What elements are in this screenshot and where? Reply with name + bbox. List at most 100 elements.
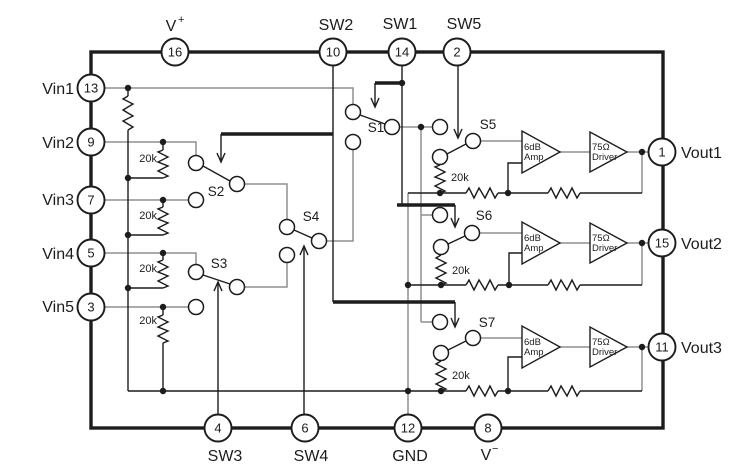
label-vout2: Vout2 (681, 236, 722, 253)
pin-5: 5 (76, 238, 106, 268)
label-v-plus: V (166, 18, 177, 35)
resistor-s6-20k (434, 254, 448, 286)
resistor-s7-20k (434, 360, 448, 392)
label-vout1: Vout1 (681, 145, 722, 162)
signal-wires (104, 87, 648, 414)
fb-resistor (465, 384, 499, 398)
junction-dot (159, 387, 167, 395)
junction-dots (124, 79, 646, 395)
amp-gain-label: 6dB (524, 142, 541, 153)
junction-dot (504, 387, 512, 395)
pin-circle (647, 137, 677, 167)
label-vin1: Vin1 (42, 81, 74, 98)
pin-circle (393, 413, 423, 443)
pin-circle (76, 292, 106, 322)
label-sw1: SW1 (383, 16, 418, 33)
resistor-vin3 (156, 206, 170, 236)
driver-name-label: Driver (592, 152, 617, 163)
label-20k-vin3: 20k (139, 210, 157, 222)
junction-dot (159, 249, 167, 257)
s4-contact-b (278, 246, 296, 264)
pin-circle (387, 37, 417, 67)
pin-circle (160, 37, 190, 67)
driver-75ohm-2: 75Ω Driver (589, 221, 629, 265)
pin-number: 15 (655, 236, 669, 251)
fb-resistor (465, 186, 499, 200)
resistor-vin2 (156, 149, 170, 179)
label-s7: S7 (479, 315, 496, 330)
pin-1: 1 (647, 137, 677, 167)
pin-number: 1 (658, 145, 665, 160)
s6-contact-a (431, 206, 449, 224)
pin-number: 6 (301, 421, 308, 436)
junction-dot (505, 281, 513, 289)
label-vout3: Vout3 (681, 340, 722, 357)
amp-gain-label: 6dB (524, 337, 541, 348)
driver-triangle (589, 130, 629, 174)
label-s4: S4 (303, 209, 320, 224)
s6-control-arrow (450, 205, 460, 229)
s6-pole (463, 224, 481, 242)
amp-triangle (521, 220, 562, 266)
junction-dot (437, 281, 445, 289)
pin-11: 11 (647, 332, 677, 362)
label-20k-vin2: 20k (139, 153, 157, 165)
pin-number: 10 (326, 45, 340, 60)
resistor-vin1 (121, 95, 135, 131)
pin-circle (76, 185, 106, 215)
label-s6: S6 (476, 208, 493, 223)
label-s5: S5 (480, 117, 497, 132)
pin-number: 4 (214, 421, 221, 436)
label-sw2: SW2 (319, 17, 354, 34)
junction-dot (437, 387, 445, 395)
label-sw4: SW4 (294, 448, 329, 465)
s1-contact-a (344, 103, 362, 121)
s7-pole (464, 329, 482, 347)
amp-triangle (521, 129, 562, 175)
pin-circle (442, 37, 472, 67)
label-sw5: SW5 (447, 16, 482, 33)
pin-number: 12 (401, 421, 415, 436)
pin-number: 2 (453, 45, 460, 60)
junction-dot (638, 148, 646, 156)
pin-12: 12 (393, 413, 423, 443)
label-v-minus: V (481, 447, 492, 464)
driver-triangle (589, 221, 629, 265)
junction-dot (436, 189, 444, 197)
feedback-resistors (465, 186, 581, 398)
junction-dot (638, 343, 646, 351)
junction-dot (159, 303, 167, 311)
pin-circle (290, 413, 320, 443)
s5-control-arrow (453, 128, 463, 140)
pin-14: 14 (387, 37, 417, 67)
pin-9: 9 (76, 127, 106, 157)
pin-number: 11 (655, 340, 669, 355)
label-20k-s6: 20k (452, 265, 470, 277)
ic-boundary (89, 50, 665, 430)
s5-contact-b (431, 148, 449, 166)
pin-number: 3 (87, 300, 94, 315)
fb-resistor (465, 278, 499, 292)
pin-number: 8 (484, 421, 491, 436)
junction-dot (504, 189, 512, 197)
label-20k-s7: 20k (452, 370, 470, 382)
pin-number: 5 (87, 246, 94, 261)
label-20k-vin5: 20k (139, 315, 157, 327)
junction-dot (417, 123, 425, 131)
amp-gain-label: 6dB (524, 233, 541, 244)
s4-control-arrow (299, 244, 309, 256)
pin-3: 3 (76, 292, 106, 322)
s6-contact-b (432, 238, 450, 256)
junction-dot (124, 231, 132, 239)
switch-contacts (187, 103, 482, 362)
driver-name-label: Driver (592, 243, 617, 254)
pin-circle (647, 228, 677, 258)
pin-circle (473, 413, 503, 443)
pin-15: 15 (647, 228, 677, 258)
resistor-vin4 (156, 259, 170, 289)
junction-dot (404, 387, 412, 395)
pin-13: 13 (76, 73, 106, 103)
s3-contact-b (187, 298, 205, 316)
driver-name-label: Driver (592, 347, 617, 358)
